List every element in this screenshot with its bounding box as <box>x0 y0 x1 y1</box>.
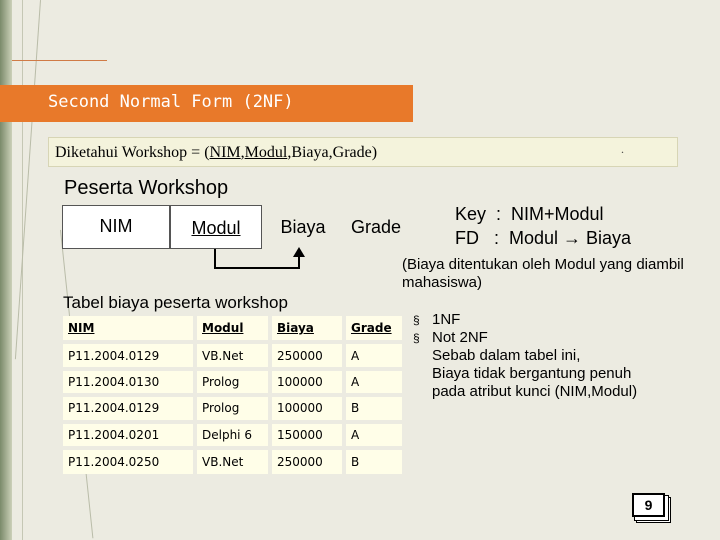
table-row: P11.2004.0250 VB.Net 250000 B <box>63 445 402 475</box>
given-dot: . <box>621 142 624 156</box>
slide-title: Second Normal Form (2NF) <box>48 92 294 112</box>
cell-grade: B <box>342 445 402 475</box>
table-row: P11.2004.0130 Prolog 100000 A <box>63 366 402 396</box>
cell-nim: P11.2004.0129 <box>63 340 195 369</box>
given-relation-box: Diketahui Workshop = (NIM,Modul,Biaya,Gr… <box>48 137 678 167</box>
explanation-line: Biaya tidak bergantung penuh <box>432 365 632 382</box>
attribute-grade: Grade <box>350 217 402 237</box>
fd-arrow-line-left <box>214 249 216 269</box>
fd-arrow-line-bottom <box>214 267 300 269</box>
bullet-marker-icon: § <box>413 313 420 327</box>
explanation-line: pada atribut kunci (NIM,Modul) <box>432 383 638 400</box>
key-line: Key : NIM+Modul <box>455 204 604 224</box>
cell-grade: B <box>342 393 402 422</box>
given-relation-text: Diketahui Workshop = (NIM,Modul,Biaya,Gr… <box>55 144 377 162</box>
biaya-table: NIM Modul Biaya Grade P11.2004.0129 VB.N… <box>63 316 402 475</box>
attribute-nim: NIM <box>62 205 170 249</box>
cell-biaya: 250000 <box>268 340 344 369</box>
given-key-modul: Modul <box>244 144 288 161</box>
header-grade: Grade <box>342 316 402 343</box>
cell-modul: VB.Net <box>193 445 270 475</box>
fd-line: FD : Modul → Biaya <box>455 228 632 248</box>
decorative-line <box>12 60 107 61</box>
cell-nim: P11.2004.0130 <box>63 366 195 396</box>
page-number: 9 <box>632 493 665 517</box>
table-header-row: NIM Modul Biaya Grade <box>63 316 402 343</box>
explanation-line: Sebab dalam tabel ini, <box>432 347 581 364</box>
cell-grade: A <box>342 340 402 369</box>
bullet-text: Not 2NF <box>432 329 488 346</box>
fd-arrow-head <box>293 247 305 257</box>
given-key-nim: NIM <box>209 144 241 161</box>
fd-note: (Biaya ditentukan oleh Modul yang diambi… <box>402 256 684 291</box>
fd-arrow-line-right <box>298 256 300 269</box>
attribute-modul: Modul <box>170 205 262 249</box>
cell-modul: Delphi 6 <box>193 419 270 448</box>
bullet-text: 1NF <box>432 311 461 328</box>
bullet-marker-icon: § <box>413 331 420 345</box>
cell-grade: A <box>342 366 402 396</box>
decorative-line <box>22 0 23 540</box>
attribute-biaya: Biaya <box>280 217 326 237</box>
cell-biaya: 250000 <box>268 445 344 475</box>
left-decoration-bar <box>0 0 12 540</box>
table-row: P11.2004.0201 Delphi 6 150000 A <box>63 419 402 448</box>
table-row: P11.2004.0129 VB.Net 250000 A <box>63 340 402 369</box>
header-biaya: Biaya <box>268 316 344 343</box>
cell-nim: P11.2004.0129 <box>63 393 195 422</box>
bullet-item: § 1NF <box>413 311 637 329</box>
table-row: P11.2004.0129 Prolog 100000 B <box>63 393 402 422</box>
cell-nim: P11.2004.0201 <box>63 419 195 448</box>
decorative-line <box>14 0 41 360</box>
given-suffix: ,Biaya,Grade) <box>287 144 378 161</box>
conclusion-list: § 1NF § Not 2NF Sebab dalam tabel ini, Bia… <box>413 311 637 401</box>
slide-title-bar: Second Normal Form (2NF) <box>0 85 413 122</box>
cell-modul: Prolog <box>193 393 270 422</box>
page-number-badge: 9 <box>630 491 671 523</box>
given-key-separator: , <box>240 144 245 161</box>
cell-biaya: 100000 <box>268 366 344 396</box>
cell-modul: VB.Net <box>193 340 270 369</box>
header-modul: Modul <box>193 316 270 343</box>
cell-grade: A <box>342 419 402 448</box>
given-prefix: Diketahui Workshop = ( <box>55 144 210 161</box>
cell-biaya: 150000 <box>268 419 344 448</box>
cell-nim: P11.2004.0250 <box>63 445 195 475</box>
peserta-heading: Peserta Workshop <box>64 177 229 199</box>
table-heading: Tabel biaya peserta workshop <box>63 293 288 312</box>
cell-modul: Prolog <box>193 366 270 396</box>
bullet-item: § Not 2NF <box>413 329 637 347</box>
header-nim: NIM <box>63 316 195 343</box>
cell-biaya: 100000 <box>268 393 344 422</box>
